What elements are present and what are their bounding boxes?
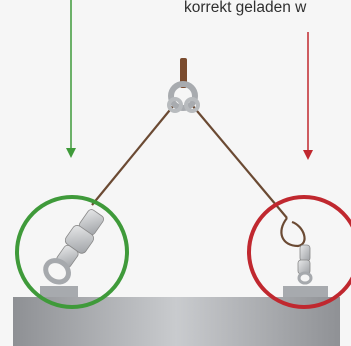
correct-highlight-circle [15,195,129,309]
swivel-hook-icon [283,244,328,297]
lifting-ring-icon [167,58,200,113]
caption-text: korrekt geladen w [184,0,307,16]
arrow-down-icon [66,0,76,158]
sling-ropes [91,104,306,248]
incorrect-highlight-circle [247,195,351,309]
arrow-down-icon [303,32,313,160]
swivel-hook-icon [40,209,105,297]
